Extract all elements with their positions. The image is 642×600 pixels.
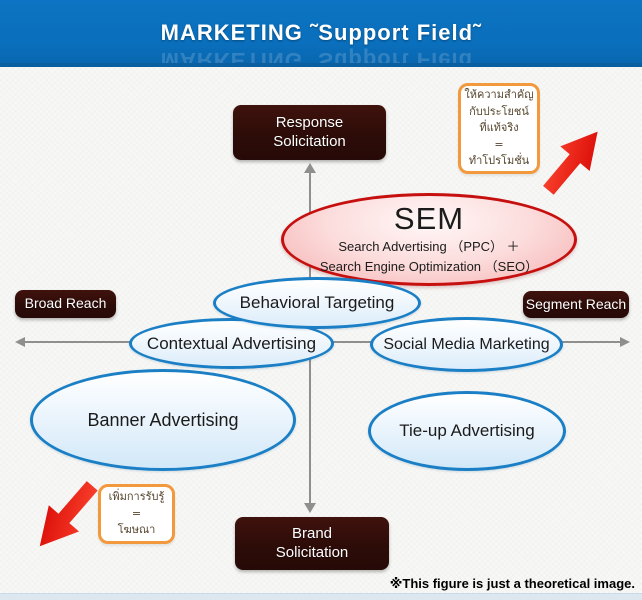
callout-advertising: เพิ่มการรับรู้ = โฆษณา xyxy=(98,484,175,544)
footer-disclaimer: ※This figure is just a theoretical image… xyxy=(389,576,635,591)
callout-line: กับประโยชน์ xyxy=(469,104,529,118)
ellipse-label: Social Media Marketing xyxy=(383,335,550,353)
ellipse-label: Contextual Advertising xyxy=(146,333,317,353)
page-title: MARKETING ˜Support Field˜ xyxy=(160,20,482,45)
ellipse-banner-advertising: Banner Advertising xyxy=(30,369,296,471)
page-title-reflection: MARKETING ˜Support Field˜ xyxy=(160,48,482,67)
callout-line: = xyxy=(494,137,504,151)
label-response-solicitation: Response Solicitation xyxy=(233,105,386,160)
label-line: Brand xyxy=(291,524,333,542)
callout-line: ให้ความสำคัญ xyxy=(464,88,534,102)
ellipse-sem: SEM Search Advertising （PPC） ＋ Search En… xyxy=(281,193,577,286)
label-line: Segment Reach xyxy=(525,295,627,312)
axis-arrow-left-icon xyxy=(15,337,25,347)
header: MARKETING ˜Support Field˜ MARKETING ˜Sup… xyxy=(0,0,642,67)
callout-line: โฆษณา xyxy=(117,523,156,537)
label-line: Solicitation xyxy=(273,132,346,150)
ellipse-label: Behavioral Targeting xyxy=(239,293,395,312)
sem-subtitle-line1: Search Advertising （PPC） ＋ xyxy=(338,238,520,254)
label-segment-reach: Segment Reach xyxy=(523,291,629,318)
ellipse-contextual-advertising: Contextual Advertising xyxy=(129,318,334,369)
axis-arrow-up-icon xyxy=(304,163,316,173)
label-line: Response xyxy=(275,113,344,131)
callout-line: ทำโปรโมชั่น xyxy=(468,154,530,168)
ellipse-social-media-marketing: Social Media Marketing xyxy=(370,317,563,372)
down-left-arrow-icon xyxy=(20,469,111,564)
bottom-edge-strip xyxy=(0,593,642,600)
label-broad-reach: Broad Reach xyxy=(15,290,116,318)
sem-subtitle-line2: Search Engine Optimization （SEO） xyxy=(319,258,539,274)
label-brand-solicitation: Brand Solicitation xyxy=(235,517,389,570)
callout-line: เพิ่มการรับรู้ xyxy=(108,490,165,504)
axis-arrow-right-icon xyxy=(620,337,630,347)
axis-arrow-down-icon xyxy=(304,503,316,513)
callout-line: ที่แท้จริง xyxy=(479,121,519,135)
callout-promotion: ให้ความสำคัญ กับประโยชน์ ที่แท้จริง = ทำ… xyxy=(458,83,540,174)
up-right-arrow-icon xyxy=(530,116,617,207)
label-line: Solicitation xyxy=(275,543,349,561)
sem-title: SEM xyxy=(393,201,465,237)
label-line: Broad Reach xyxy=(24,295,107,312)
ellipse-label: Tie-up Advertising xyxy=(399,421,535,440)
ellipse-label: Banner Advertising xyxy=(87,409,239,430)
ellipse-behavioral-targeting: Behavioral Targeting xyxy=(213,277,421,329)
callout-line: = xyxy=(131,506,142,520)
ellipse-tieup-advertising: Tie-up Advertising xyxy=(368,391,566,471)
